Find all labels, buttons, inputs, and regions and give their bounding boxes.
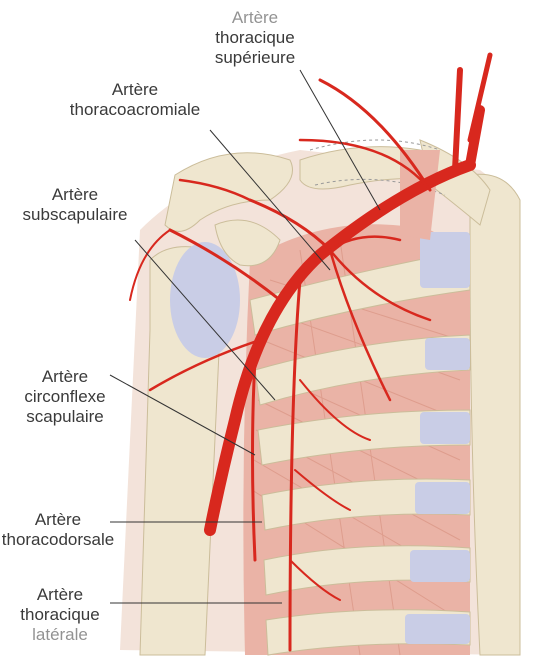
label-subscapulaire: Artère subscapulaire xyxy=(15,185,135,225)
label-line: latérale xyxy=(5,625,115,645)
label-thoracique-laterale: Artère thoracique latérale xyxy=(5,585,115,645)
label-thoracoacromiale: Artère thoracoacromiale xyxy=(60,80,210,120)
label-line: thoracoacromiale xyxy=(60,100,210,120)
label-line: scapulaire xyxy=(10,407,120,427)
label-thoracodorsale: Artère thoracodorsale xyxy=(0,510,118,550)
label-line: Artère xyxy=(60,80,210,100)
label-line: Artère xyxy=(0,510,118,530)
humeral-head xyxy=(170,242,240,358)
label-line: thoracodorsale xyxy=(0,530,118,550)
label-circonflexe-scapulaire: Artère circonflexe scapulaire xyxy=(10,367,120,427)
label-line: Artère xyxy=(5,585,115,605)
label-line: thoracique xyxy=(5,605,115,625)
label-line: Artère xyxy=(10,367,120,387)
sternum xyxy=(470,174,520,655)
label-line: circonflexe xyxy=(10,387,120,407)
label-line: Artère xyxy=(200,8,310,28)
label-line: subscapulaire xyxy=(15,205,135,225)
label-line: Artère xyxy=(15,185,135,205)
label-thoracique-superieure: Artère thoracique supérieure xyxy=(200,8,310,68)
label-line: thoracique xyxy=(200,28,310,48)
label-line: supérieure xyxy=(200,48,310,68)
vertebral-branch xyxy=(455,70,460,170)
